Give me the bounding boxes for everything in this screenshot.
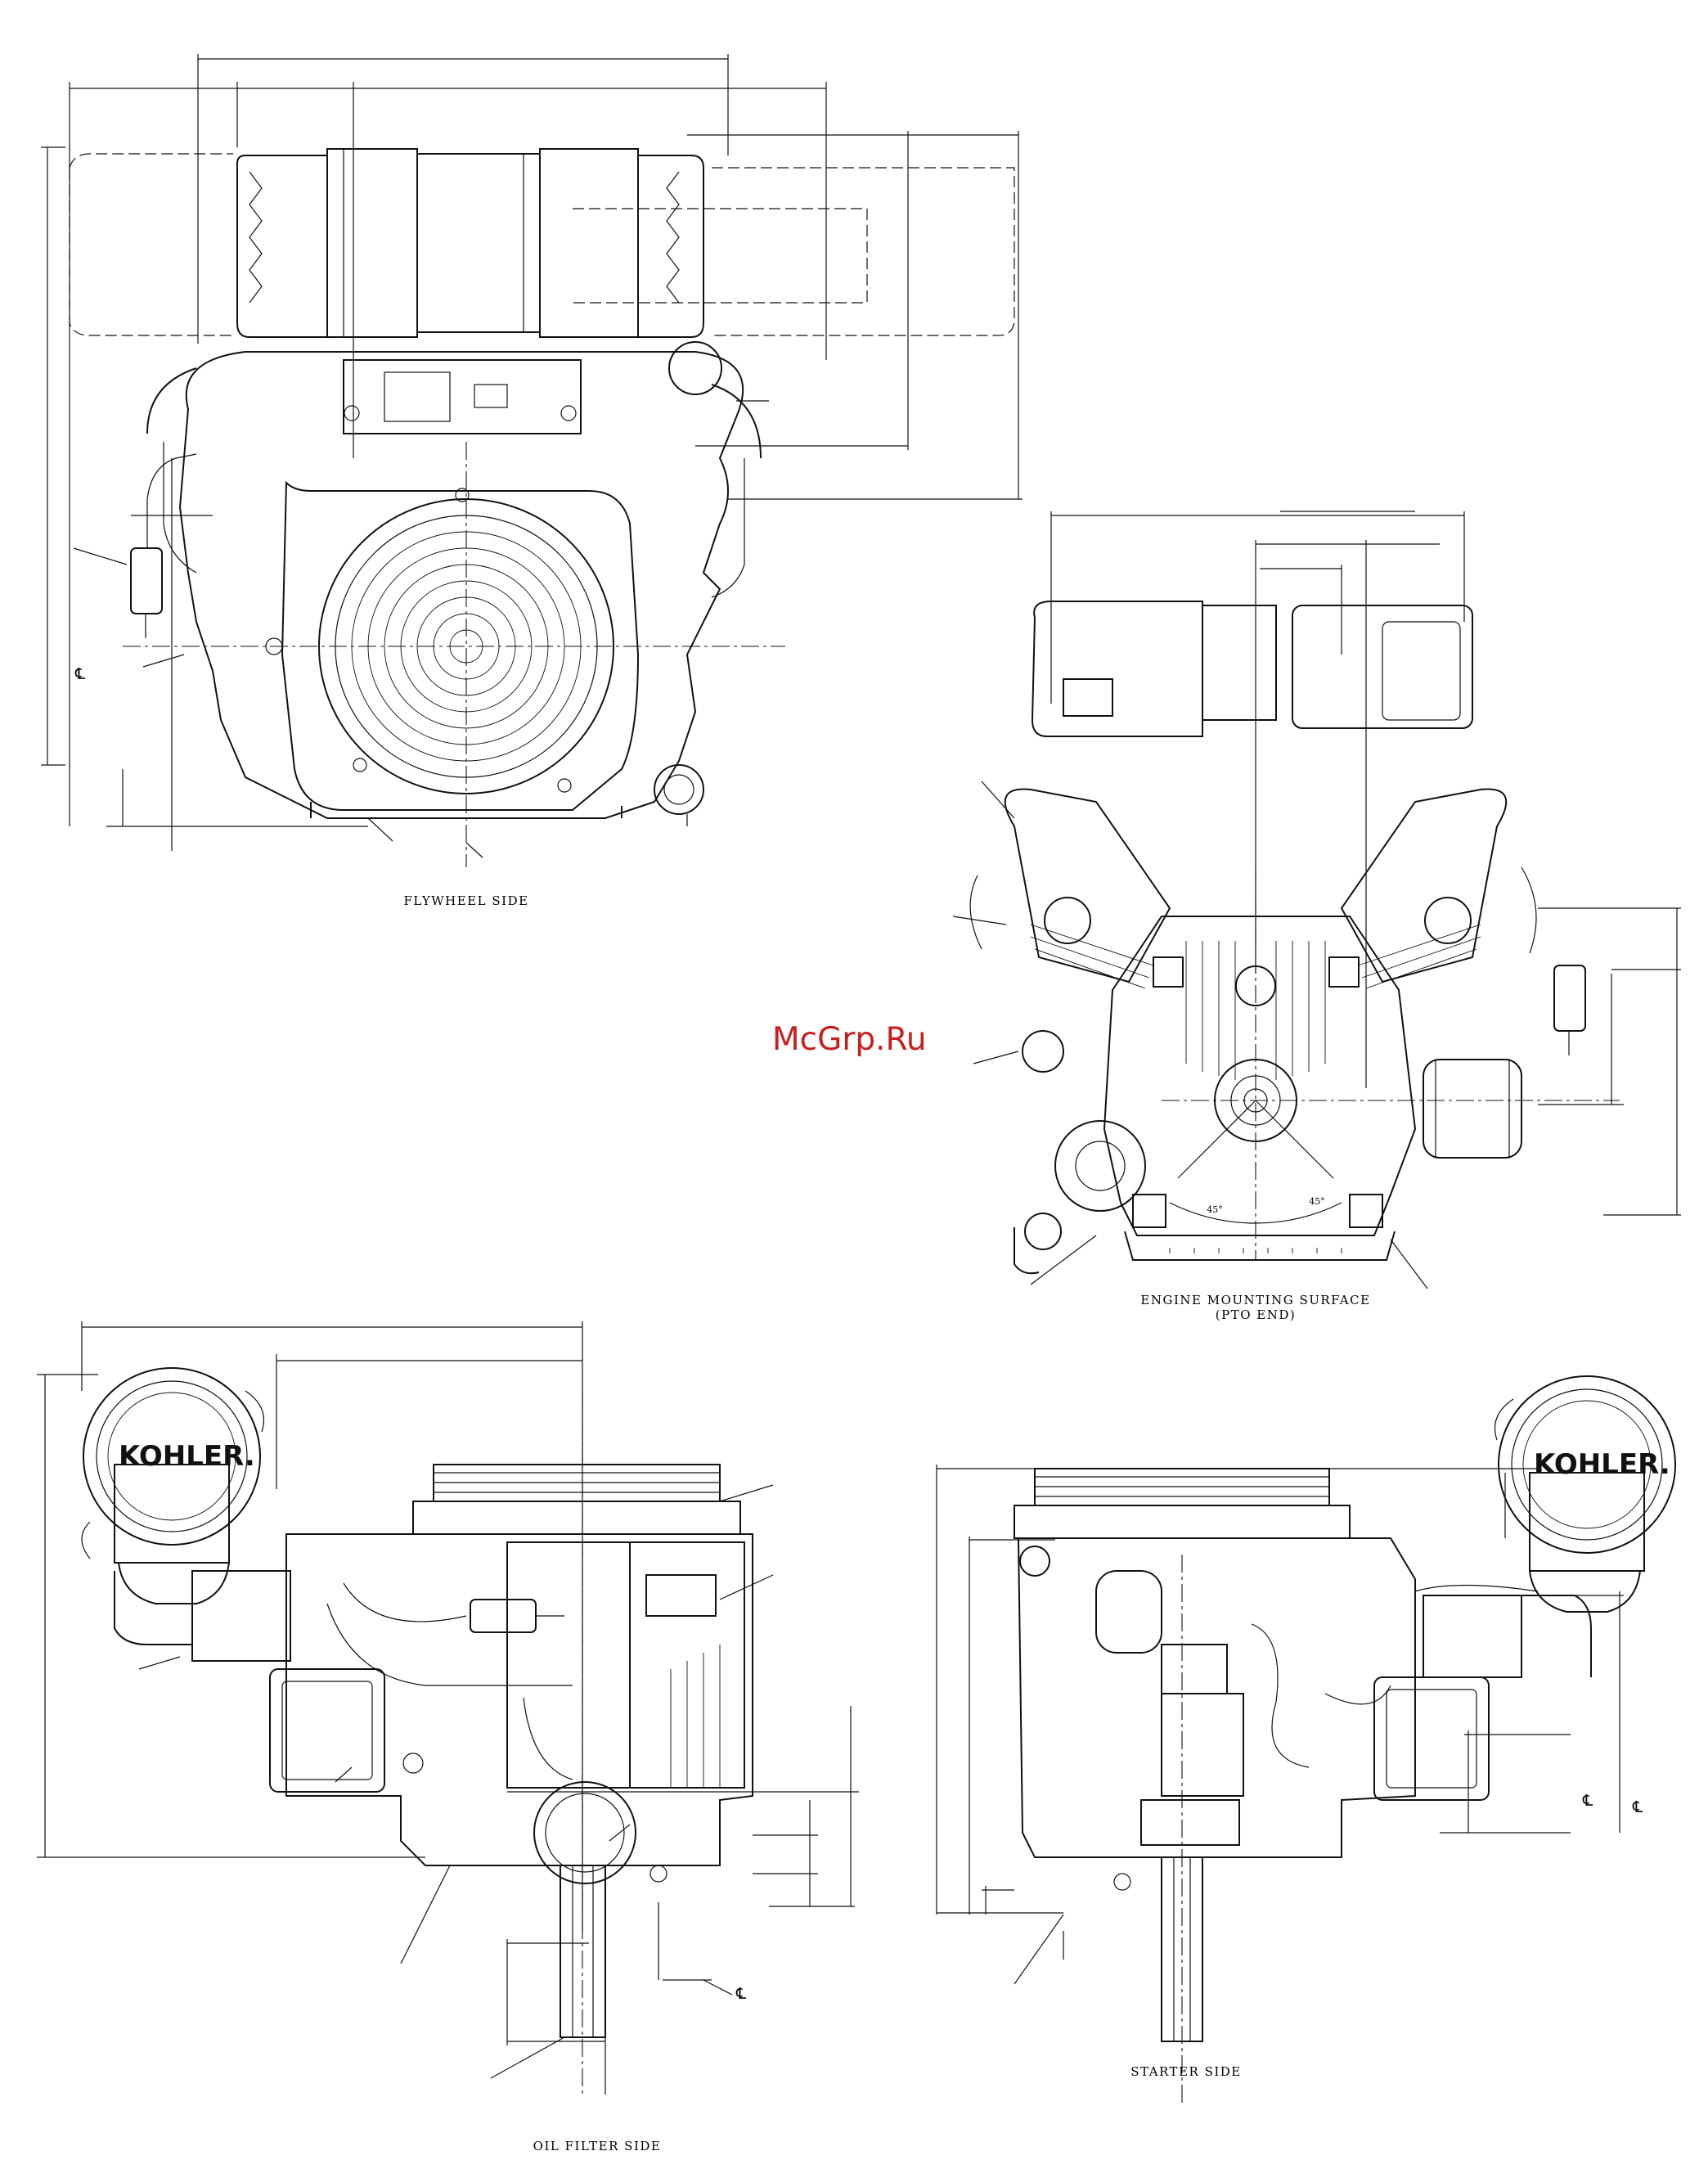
watermark: McGrp.Ru [772, 1021, 927, 1058]
angle-label-right: 45° [1301, 1196, 1333, 1207]
oil-filter-side-caption: OIL FILTER SIDE [515, 2139, 679, 2153]
centerline-symbol-shaft: ℄ [736, 1985, 746, 2003]
flywheel-side-caption: FLYWHEEL SIDE [384, 893, 548, 908]
starter-side-caption: STARTER SIDE [1104, 2064, 1268, 2079]
pto-end-caption: ENGINE MOUNTING SURFACE (PTO END) [1129, 1293, 1382, 1322]
kohler-logo-right: KOHLER. [1534, 1448, 1670, 1481]
centerline-symbol-starter: ℄ [1583, 1792, 1593, 1810]
pto-end-view [953, 511, 1681, 1289]
oil-filter-side-view [37, 1321, 859, 2095]
centerline-symbol-oil-filter: ℄ [1633, 1798, 1643, 1816]
centerline-symbol-flywheel: ℄ [75, 665, 85, 683]
angle-label-left: 45° [1198, 1204, 1231, 1215]
kohler-logo-left: KOHLER. [119, 1440, 255, 1473]
starter-side-view [937, 1376, 1675, 2103]
flywheel-side-view [41, 54, 1023, 867]
